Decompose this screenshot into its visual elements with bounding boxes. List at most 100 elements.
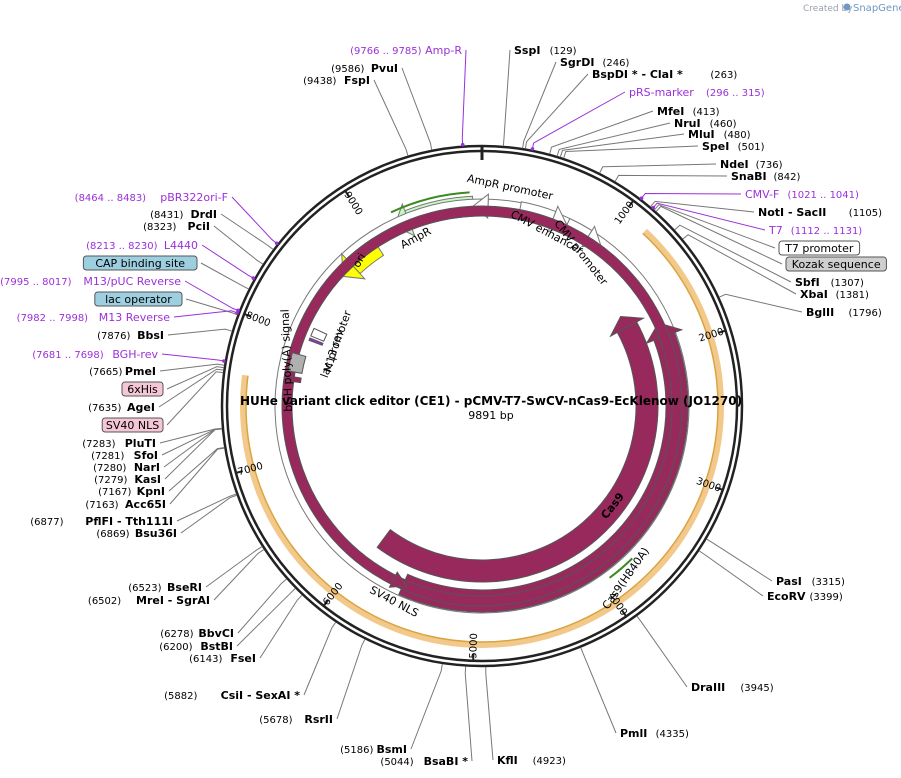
site-position: (6523): [128, 583, 161, 594]
site-position: (7163): [85, 500, 118, 511]
label-lac-operator: lac operator: [94, 291, 183, 307]
site-labels: SspI(129)SgrDI(246)BspDI * - ClaI *(263)…: [0, 44, 887, 768]
site-position: (7279): [94, 475, 127, 486]
site-position: (4923): [533, 756, 566, 767]
feature-his-tag: [286, 375, 302, 384]
site-name: MfeI: [657, 105, 684, 118]
site-name: BstBI: [200, 640, 233, 653]
label-pmei: PmeI(7665): [89, 365, 156, 378]
site-position: (3945): [740, 683, 773, 694]
label-nrui: NruI(460): [674, 117, 737, 130]
feature-box-label: CAP binding site: [95, 257, 185, 270]
label-drdi: DrdI(8431): [150, 208, 217, 221]
site-name: PmlI: [620, 727, 647, 740]
primer-mark: [639, 196, 644, 201]
site-name: NruI: [674, 117, 701, 130]
site-name: M13 Reverse: [99, 311, 170, 324]
site-name: Amp-R: [425, 44, 462, 57]
site-name: CsiI - SexAI *: [221, 689, 301, 702]
site-position: (3315): [812, 577, 845, 588]
label-prs-marker: pRS-marker(296 .. 315): [629, 86, 765, 99]
primer-mark: [274, 241, 279, 246]
site-position: (1021 .. 1041): [788, 190, 860, 201]
site-name: BsmI: [377, 743, 408, 756]
site-position: (736): [756, 160, 783, 171]
label-rsrii: RsrII(5678): [259, 713, 333, 726]
site-position: (480): [724, 130, 751, 141]
label-mfei: MfeI (413): [657, 105, 720, 118]
label-draiii: DraIII(3945): [691, 681, 774, 694]
feature-box-label: lac operator: [105, 293, 172, 306]
label-t7: T7(1112 .. 1131): [768, 224, 862, 237]
site-position: (7995 .. 8017): [0, 277, 72, 288]
site-name: Acc65I: [125, 498, 166, 511]
label-acc65i: Acc65I (7163): [85, 498, 166, 511]
label-bsu36i: Bsu36I(6869): [96, 527, 177, 540]
label-m13-puc-reverse: M13/pUC Reverse(7995 .. 8017): [0, 275, 181, 288]
feature-box-label: T7 promoter: [784, 242, 854, 255]
tick-mark: [322, 599, 329, 608]
feature-box-label: Kozak sequence: [792, 258, 881, 271]
leader-line: [401, 67, 433, 150]
leader-line: [168, 446, 225, 492]
site-position: (9438): [303, 76, 336, 87]
site-position: (8213 .. 8230): [86, 241, 158, 252]
map-title: HUHe variant click editor (CE1) - pCMV-T…: [240, 394, 742, 408]
label-l4440: L4440 (8213 .. 8230): [86, 239, 198, 252]
site-name: DrdI: [190, 208, 217, 221]
label-csii-sexai: CsiI - SexAI *(5882): [164, 689, 300, 702]
label-xbai: XbaI(1381): [800, 288, 869, 301]
label-noti-sacii: NotI - SacII(1105): [758, 206, 882, 219]
site-name: PmeI: [125, 365, 156, 378]
site-name: KpnI: [137, 485, 165, 498]
label-sfoi: SfoI(7281): [91, 449, 158, 462]
site-position: (4335): [656, 729, 689, 740]
leader-line: [336, 639, 366, 720]
site-name: PvuI: [371, 62, 398, 75]
leader-line: [259, 594, 303, 659]
leader-line: [166, 371, 224, 426]
leader-line: [180, 494, 237, 534]
site-name: FspI: [344, 74, 370, 87]
leader-line: [698, 550, 764, 597]
label-kpni: KpnI(7167): [98, 485, 165, 498]
label-fsei: FseI(6143): [189, 652, 256, 665]
site-position: (1112 .. 1131): [791, 226, 863, 237]
snapgene-logo-icon: [843, 3, 851, 11]
feature-box-label: 6xHis: [127, 383, 158, 396]
label-bgh-rev: BGH-rev(7681 .. 7698): [32, 348, 158, 361]
label-ndei: NdeI(736): [720, 158, 783, 171]
site-position: (7681 .. 7698): [32, 350, 104, 361]
feature-cas9-head: [609, 315, 646, 338]
site-position: (5044): [380, 757, 413, 768]
feature-box: [785, 256, 887, 272]
label-spei: SpeI(501): [702, 140, 765, 153]
site-name: SfoI: [134, 449, 158, 462]
feature-lac-promoter: [310, 327, 328, 342]
feature-box-label: SV40 NLS: [106, 419, 159, 432]
site-name: SspI: [514, 44, 540, 57]
site-name: pRS-marker: [629, 86, 694, 99]
label-kozak-sequence: Kozak sequence: [785, 256, 887, 272]
leader-line: [176, 493, 237, 522]
site-name: L4440: [164, 239, 198, 252]
site-position: (6278): [160, 629, 193, 640]
leader-line: [522, 61, 557, 149]
label-agei: AgeI(7635): [88, 401, 155, 414]
label-bstbi: BstBI(6200): [159, 640, 233, 653]
label-t7-promoter: T7 promoter: [778, 240, 861, 256]
leader-line: [169, 447, 225, 505]
label-pcii: PciI(8323): [143, 220, 210, 233]
tick-label: 3000: [695, 476, 723, 495]
site-name: KasI: [134, 473, 161, 486]
site-position: (6877): [30, 517, 63, 528]
leader-line: [158, 368, 224, 408]
leader-line: [614, 174, 728, 182]
site-position: (413): [693, 107, 720, 118]
site-position: (7982 .. 7998): [17, 313, 89, 324]
leader-line: [502, 49, 511, 146]
insert-highlight-arc: [240, 164, 724, 648]
leader-line: [640, 192, 742, 200]
feature-box: [121, 381, 164, 397]
site-position: (5186): [340, 745, 373, 756]
